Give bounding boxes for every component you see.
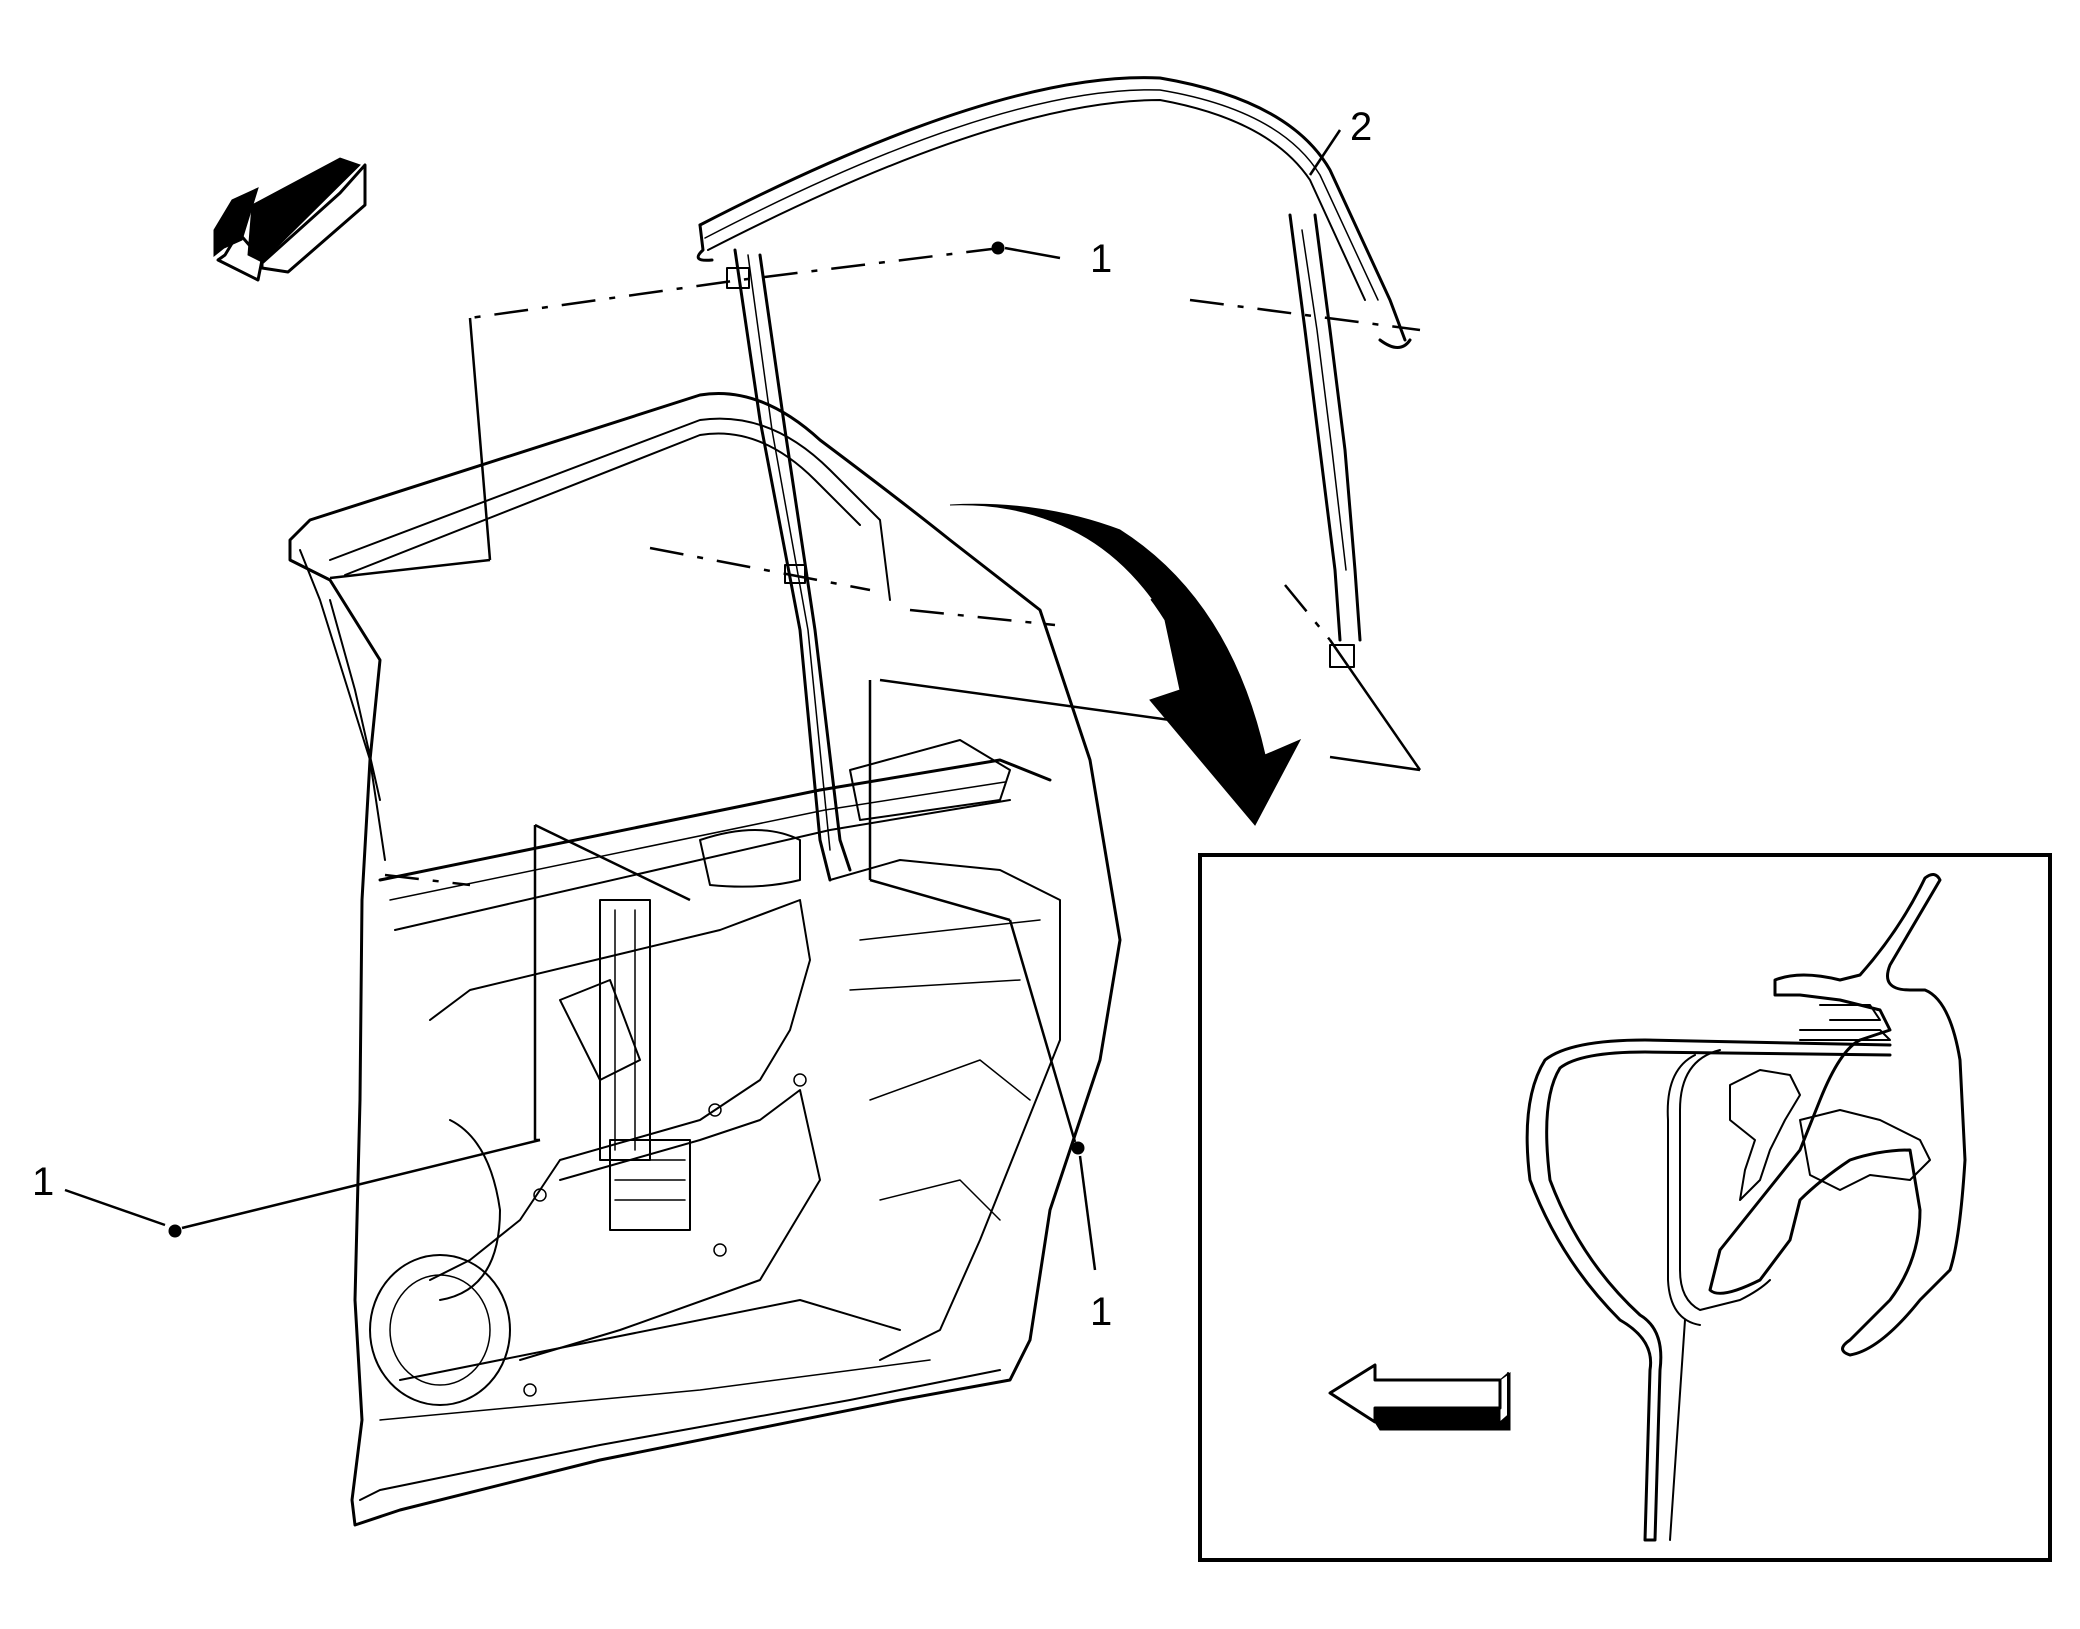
fastener-top — [991, 241, 1005, 255]
fastener-top-group: 1 — [991, 237, 1112, 281]
rear-door-assembly — [288, 391, 1122, 1527]
fastener-right-group: 1 — [1008, 919, 1112, 1334]
callout-weatherstrip: 2 — [1350, 105, 1372, 149]
fastener-left-group: 1 — [32, 1138, 541, 1238]
weatherstrip-callout-group: 2 — [1308, 105, 1372, 176]
callout-fastener-left: 1 — [32, 1160, 54, 1204]
front-direction-arrow-icon — [1328, 1363, 1511, 1431]
callout-fastener-top: 1 — [1090, 237, 1112, 281]
callout-fastener-right: 1 — [1090, 1290, 1112, 1334]
curved-install-arrow-icon — [949, 503, 1302, 826]
front-direction-arrow-icon — [213, 157, 367, 282]
door-frame-weatherstrip — [696, 76, 1412, 882]
fastener-right — [1071, 1141, 1085, 1155]
inset-frame — [1198, 853, 2052, 1562]
assembly-lines — [329, 246, 1422, 1142]
detail-inset — [1198, 853, 2052, 1562]
fastener-left — [168, 1224, 182, 1238]
